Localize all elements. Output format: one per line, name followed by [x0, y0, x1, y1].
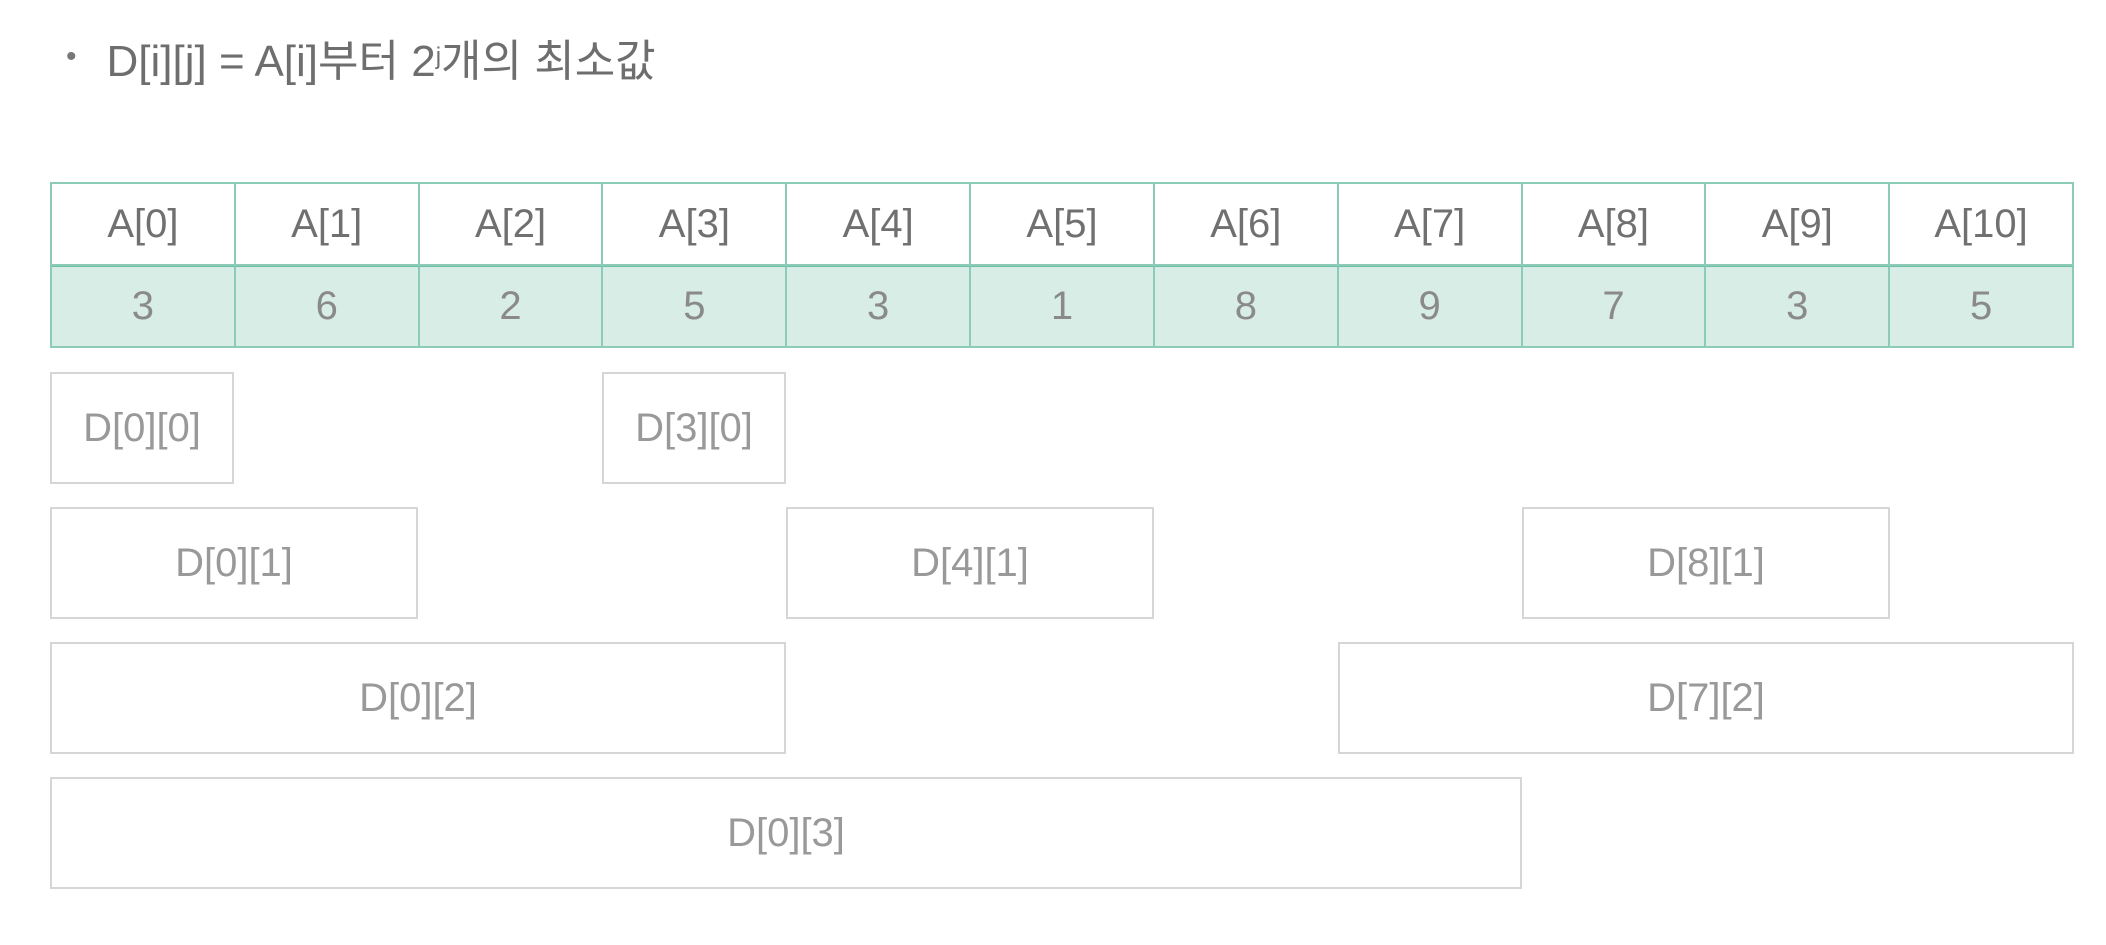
array-header-cell: A[5]	[971, 184, 1155, 266]
array-value-cell: 5	[1890, 266, 2074, 348]
title-suffix: 개의 최소값	[441, 37, 656, 86]
dbox-d-0-0: D[0][0]	[50, 372, 234, 484]
dbox-d-7-2: D[7][2]	[1338, 642, 2074, 754]
dbox-d-4-1: D[4][1]	[786, 507, 1154, 619]
array-value-cell: 3	[787, 266, 972, 348]
title-prefix: D[i][j] = A[i]부터 2	[106, 37, 436, 86]
array-header-cell: A[10]	[1890, 184, 2074, 266]
bullet-icon: •	[66, 40, 77, 73]
array-header-cell: A[4]	[787, 184, 972, 266]
array-header-cell: A[9]	[1706, 184, 1891, 266]
array-value-cell: 5	[603, 266, 788, 348]
array-header-cell: A[2]	[419, 184, 604, 266]
array-header-cell: A[7]	[1338, 184, 1523, 266]
array-value-cell: 3	[52, 266, 236, 348]
array-header-cell: A[6]	[1154, 184, 1339, 266]
dbox-d-0-2: D[0][2]	[50, 642, 786, 754]
dbox-d-0-3: D[0][3]	[50, 777, 1522, 889]
array-header-cell: A[1]	[235, 184, 420, 266]
array-value-cell: 7	[1522, 266, 1707, 348]
array-header-cell: A[8]	[1522, 184, 1707, 266]
array-value-cell: 2	[419, 266, 604, 348]
array-table: A[0] A[1] A[2] A[3] A[4] A[5] A[6] A[7] …	[50, 182, 2074, 348]
dbox-d-0-1: D[0][1]	[50, 507, 418, 619]
array-value-cell: 3	[1706, 266, 1891, 348]
dbox-d-3-0: D[3][0]	[602, 372, 786, 484]
array-header-cell: A[3]	[603, 184, 788, 266]
array-header-cell: A[0]	[52, 184, 236, 266]
array-value-cell: 6	[235, 266, 420, 348]
dbox-d-8-1: D[8][1]	[1522, 507, 1890, 619]
array-value-cell: 9	[1338, 266, 1523, 348]
array-value-cell: 8	[1154, 266, 1339, 348]
array-value-cell: 1	[971, 266, 1155, 348]
